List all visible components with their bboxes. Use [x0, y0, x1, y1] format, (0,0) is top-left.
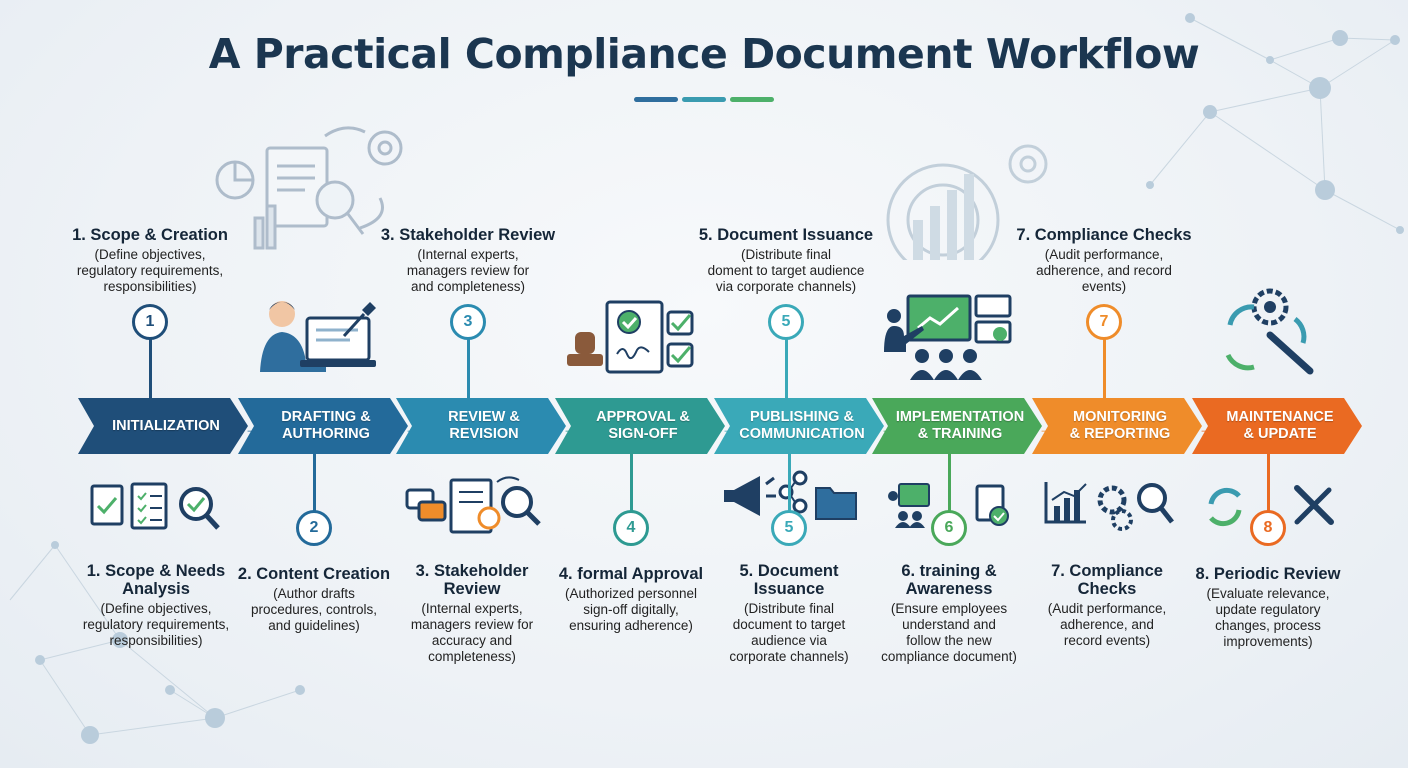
bottom-step-number-badge: 5	[771, 510, 807, 546]
stage-7: MONITORING & REPORTING	[1032, 398, 1202, 454]
refresh-wrench-icon	[1208, 485, 1334, 527]
checklist-search-icon	[90, 482, 220, 530]
connector-line	[630, 454, 633, 512]
document-analysis-illustration-icon	[215, 126, 403, 250]
bottom-step-5: 5. Document Issuance(Distribute final do…	[703, 562, 875, 665]
connector-line	[313, 454, 316, 512]
top-step-number-badge: 5	[768, 304, 804, 340]
step-description: (Audit performance, adherence, and recor…	[1036, 247, 1172, 294]
top-step-3: 5. Document Issuance (Distribute final do…	[686, 226, 886, 295]
stage-label: MONITORING & REPORTING	[1069, 409, 1171, 442]
gear-wrench-cycle-icon	[1225, 288, 1314, 375]
top-step-number-badge: 7	[1086, 304, 1122, 340]
monitoring-analytics-icon	[1044, 482, 1174, 531]
bottom-step-number-badge: 8	[1250, 510, 1286, 546]
stage-3: REVIEW & REVISION	[396, 398, 566, 454]
stage-label: INITIALIZATION	[112, 417, 220, 434]
stage-label: DRAFTING & AUTHORING	[281, 409, 371, 442]
bottom-step-1: 1. Scope & Needs Analysis(Define objecti…	[70, 562, 242, 649]
step-heading: 1. Scope & Creation	[72, 226, 228, 244]
connector-line	[785, 338, 788, 398]
stage-label: MAINTENANCE & UPDATE	[1226, 409, 1334, 442]
top-step-4: 7. Compliance Checks (Audit performance, …	[1004, 226, 1204, 295]
presentation-training-icon	[884, 294, 1012, 380]
stage-8: MAINTENANCE & UPDATE	[1192, 398, 1362, 454]
connector-line	[467, 338, 470, 398]
stage-6: IMPLEMENTATION & TRAINING	[872, 398, 1042, 454]
bottom-step-2: 2. Content Creation (Author drafts proced…	[228, 565, 400, 634]
bottom-step-number-badge: 2	[296, 510, 332, 546]
step-description: (Define objectives, regulatory requireme…	[76, 247, 224, 294]
stage-label: REVIEW & REVISION	[448, 409, 520, 442]
step-description: (Distribute final doment to target audie…	[707, 247, 865, 294]
step-description: (Authorized personnel sign-off digitally…	[564, 586, 698, 633]
top-step-number-badge: 3	[450, 304, 486, 340]
connector-line	[149, 338, 152, 398]
bottom-step-4: 4. formal Approval (Authorized personnel …	[545, 565, 717, 634]
connector-line	[788, 454, 791, 512]
step-heading: 1. Scope & Needs Analysis	[86, 562, 226, 598]
step-heading: 4. formal Approval	[558, 565, 704, 583]
stage-1: INITIALIZATION	[78, 398, 248, 454]
stage-4: APPROVAL & SIGN-OFF	[555, 398, 725, 454]
page-title: A Practical Compliance Document Workflow	[208, 30, 1200, 78]
person-at-laptop-icon	[260, 301, 376, 372]
step-heading: 5. Document Issuance	[739, 562, 839, 598]
step-heading: 3. Stakeholder Review	[415, 562, 529, 598]
stage-label: IMPLEMENTATION & TRAINING	[895, 409, 1025, 442]
step-heading: 5. Document Issuance	[698, 226, 874, 244]
connector-line	[1103, 338, 1106, 398]
step-heading: 6. training & Awareness	[901, 562, 997, 598]
step-heading: 7. Compliance Checks	[1051, 562, 1163, 598]
bottom-step-8: 8. Periodic Review (Evaluate relevance, u…	[1182, 565, 1354, 650]
step-description: (Evaluate relevance, update regulatory c…	[1206, 586, 1330, 649]
step-description: (Author drafts procedures, controls, and…	[250, 586, 378, 633]
gear-chart-illustration-icon	[886, 144, 1048, 260]
bottom-step-7: 7. Compliance Checks(Audit performance, …	[1021, 562, 1193, 649]
bottom-step-6: 6. training & Awareness(Ensure employees…	[863, 562, 1035, 665]
stamp-approval-icon	[567, 300, 694, 374]
step-description: (Audit performance, adherence, and recor…	[1047, 601, 1167, 648]
step-heading: 7. Compliance Checks	[1016, 226, 1192, 244]
connector-line	[1267, 454, 1270, 512]
top-step-number-badge: 1	[132, 304, 168, 340]
bottom-step-number-badge: 4	[613, 510, 649, 546]
bottom-step-number-badge: 6	[931, 510, 967, 546]
top-step-2: 3. Stakeholder Review (Internal experts, …	[368, 226, 568, 295]
stage-label: PUBLISHING & COMMUNICATION	[739, 409, 865, 442]
title-underline	[634, 97, 774, 102]
step-description: (Distribute final document to target aud…	[729, 601, 849, 664]
step-heading: 8. Periodic Review	[1195, 565, 1341, 583]
step-description: (Internal experts, managers review for a…	[406, 247, 530, 294]
step-heading: 2. Content Creation	[237, 565, 391, 583]
top-step-1: 1. Scope & Creation (Define objectives, r…	[50, 226, 250, 295]
step-description: (Define objectives, regulatory requireme…	[82, 601, 230, 648]
bottom-step-3: 3. Stakeholder Review(Internal experts, …	[386, 562, 558, 665]
step-heading: 3. Stakeholder Review	[380, 226, 556, 244]
connector-line	[948, 454, 951, 512]
training-document-icon	[888, 483, 1009, 528]
stage-label: APPROVAL & SIGN-OFF	[596, 409, 690, 442]
review-documents-icon	[405, 476, 541, 534]
step-description: (Ensure employees understand and follow …	[881, 601, 1017, 664]
stage-5: PUBLISHING & COMMUNICATION	[714, 398, 884, 454]
step-description: (Internal experts, managers review for a…	[410, 601, 534, 664]
stage-2: DRAFTING & AUTHORING	[238, 398, 408, 454]
